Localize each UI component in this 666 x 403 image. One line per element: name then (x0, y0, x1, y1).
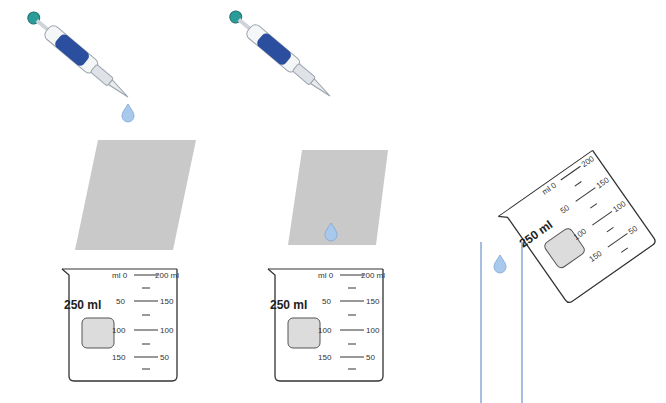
scale-mark: 100 (318, 326, 331, 335)
membrane (288, 150, 388, 245)
beaker-outline (60, 268, 180, 382)
scale-mark: 100 (160, 326, 173, 335)
drop (325, 223, 337, 241)
tube-wall (480, 242, 482, 403)
drop (122, 104, 134, 122)
pipette (24, 8, 133, 103)
volume-label: 250 ml (64, 299, 101, 312)
scale-mark: 150 (318, 353, 331, 362)
scale-mark: 150 (366, 297, 379, 306)
tube-wall (521, 242, 523, 403)
drop (494, 255, 506, 273)
scale-mark: ml 0 (318, 271, 333, 280)
pipette (226, 7, 335, 102)
beaker-outline (266, 268, 386, 382)
beaker: 250 mlml 02005015010010015050 (496, 148, 660, 310)
scale-mark: 50 (116, 297, 125, 306)
volume-label: 250 ml (270, 299, 307, 312)
scale-mark: 100 (112, 326, 125, 335)
scale-mark: ml 0 (112, 271, 127, 280)
scale-mark: 100 (366, 326, 379, 335)
scale-mark: 50 (366, 353, 375, 362)
scale-mark: 200 ml (361, 271, 385, 280)
membrane (75, 140, 196, 250)
scale-mark: 150 (112, 353, 125, 362)
scale-mark: 50 (322, 297, 331, 306)
beaker: 250 ml ml 0 200 ml 50 150 100 100 150 50 (266, 268, 386, 382)
beaker: 250 ml ml 0 200 ml 50 150 100 100 150 50 (60, 268, 180, 382)
scale-mark: 50 (160, 353, 169, 362)
scale-mark: 200 ml (155, 271, 179, 280)
scale-mark: 150 (160, 297, 173, 306)
